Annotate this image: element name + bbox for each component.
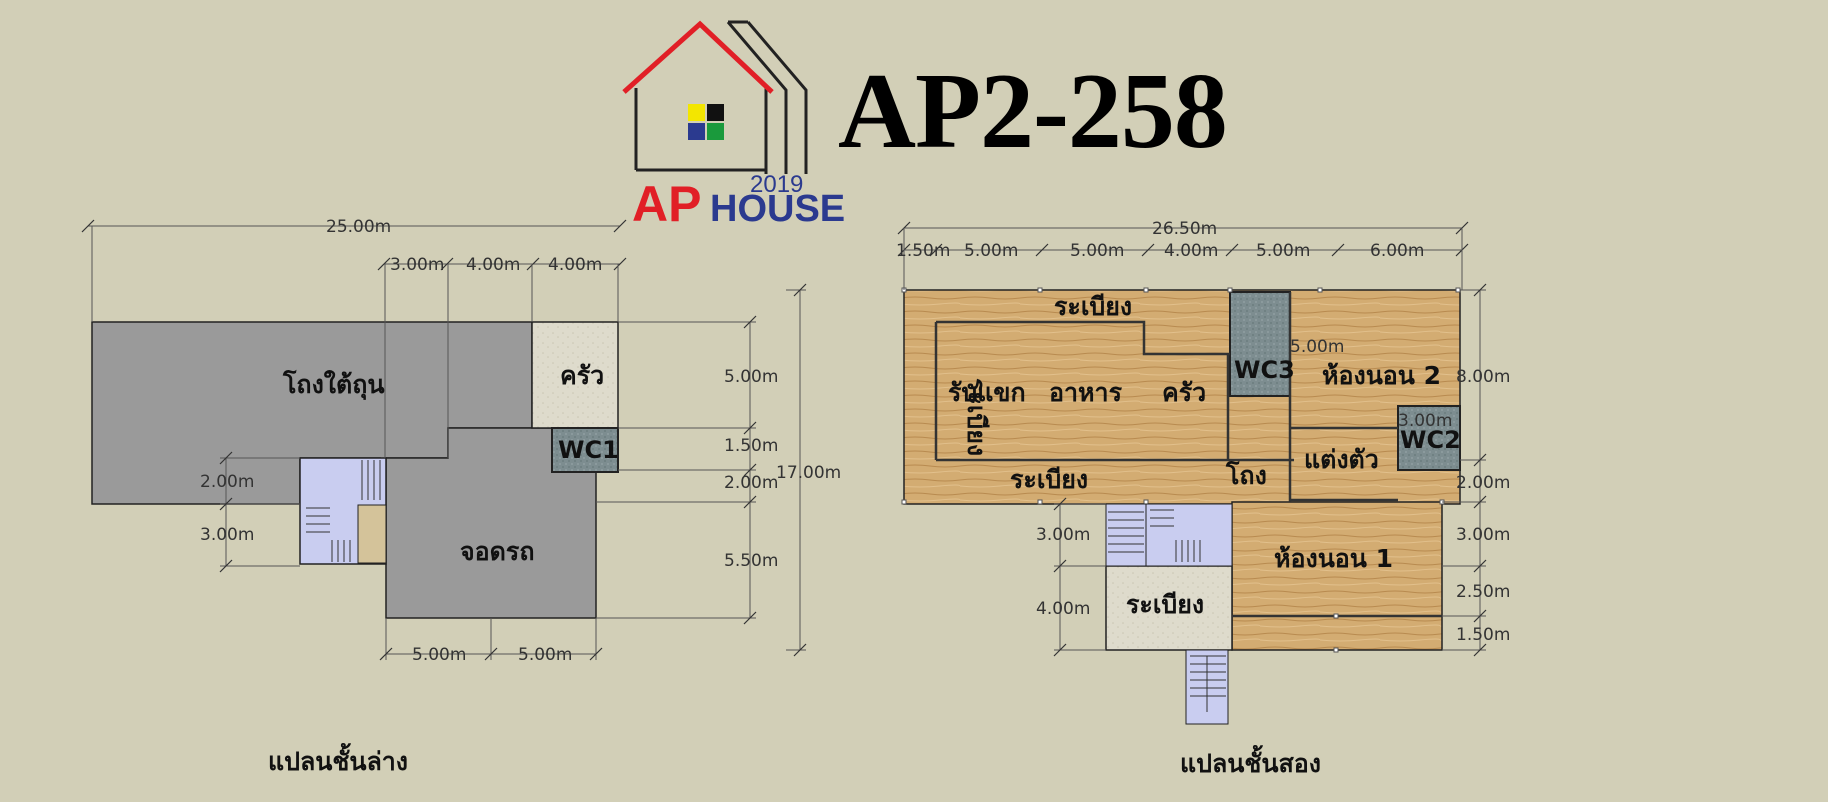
kitchen-floor	[531, 321, 619, 429]
terrace-left-label: ระเบียง	[962, 378, 991, 456]
upper-right-d: 2.50m	[1456, 582, 1510, 602]
lower-overall-width: 25.00m	[326, 217, 391, 237]
bedroom1-floor	[1231, 501, 1443, 651]
window-icon	[688, 104, 724, 140]
upper-top-f: 6.00m	[1370, 241, 1424, 261]
bedroom1-label: ห้องนอน 1	[1274, 544, 1393, 573]
upper-kitchen-label: ครัว	[1162, 378, 1206, 407]
lower-right-d: 5.50m	[724, 551, 778, 571]
wc1-floor	[551, 427, 619, 473]
upper-right-e: 1.50m	[1456, 625, 1510, 645]
terrace-bottom-floor	[1105, 565, 1233, 651]
lower-floor-plan: โถงใต้ถุน ครัว WC1 จอดรถ 25.00m 3.00m 4.…	[81, 217, 841, 776]
wc3-label: WC3	[1234, 356, 1295, 384]
lower-left-a: 2.00m	[200, 472, 254, 492]
lower-bottom-b: 5.00m	[518, 645, 572, 665]
upper-overall-width: 26.50m	[1152, 219, 1217, 239]
lower-top-a: 3.00m	[390, 255, 444, 275]
upper-inner-b: 3.00m	[1398, 411, 1452, 431]
ap-house-logo: AP HOUSE 2019	[622, 20, 845, 228]
upper-left-a: 3.00m	[1036, 525, 1090, 545]
wc2-label: WC2	[1400, 426, 1461, 454]
lower-right-a: 5.00m	[724, 367, 778, 387]
brand-year: 2019	[750, 171, 803, 198]
upper-plan-caption: แปลนชั้นสอง	[1180, 744, 1321, 778]
terrace-mid-label: ระเบียง	[1010, 465, 1088, 494]
lower-right-b: 1.50m	[724, 436, 778, 456]
brand-ap: AP	[632, 176, 701, 228]
lower-plan-caption: แปลนชั้นล่าง	[268, 742, 408, 776]
living-label: รับแขก	[948, 378, 1026, 407]
upper-top-d: 4.00m	[1164, 241, 1218, 261]
terrace-bottom-label: ระเบียง	[1126, 590, 1204, 619]
upper-stair-left	[1105, 503, 1147, 567]
upper-right-a: 8.00m	[1456, 367, 1510, 387]
lower-kitchen-label: ครัว	[560, 361, 604, 390]
upper-left-b: 4.00m	[1036, 599, 1090, 619]
terrace-top-label: ระเบียง	[1054, 292, 1132, 321]
carport-label: จอดรถ	[460, 537, 534, 566]
upper-top-a: 1.50m	[896, 241, 950, 261]
wc1-label: WC1	[558, 436, 619, 464]
upper-main-wood	[903, 289, 1461, 505]
wc3-floor	[1229, 291, 1291, 397]
lower-right-c: 2.00m	[724, 473, 778, 493]
dressing-label: แต่งตัว	[1304, 445, 1379, 474]
lower-overall-depth: 17.00m	[776, 463, 841, 483]
upper-dimensions: 26.50m 1.50m 5.00m 5.00m 4.00m 5.00m 6.0…	[896, 219, 1510, 657]
lower-bottom-a: 5.00m	[412, 645, 466, 665]
upper-inner-a: 5.00m	[1290, 337, 1344, 357]
wc2-floor	[1397, 405, 1461, 471]
hall-label: โถง	[1225, 460, 1267, 490]
lower-top-c: 4.00m	[548, 255, 602, 275]
open-area-label: โถงใต้ถุน	[282, 369, 384, 401]
upper-top-b: 5.00m	[964, 241, 1018, 261]
upper-floor-plan: ระเบียง ระเบียง รับแขก อาหาร ครัว ระเบีย…	[896, 219, 1510, 778]
dining-label: อาหาร	[1049, 378, 1123, 407]
bedroom2-label: ห้องนอน 2	[1322, 361, 1441, 390]
upper-top-c: 5.00m	[1070, 241, 1124, 261]
roof-icon	[622, 20, 774, 94]
lower-left-b: 3.00m	[200, 525, 254, 545]
upper-stair-center	[1145, 503, 1233, 567]
lower-dimensions: 25.00m 3.00m 4.00m 4.00m 5.00m 1.50m 2.0…	[81, 217, 841, 665]
upper-right-c: 3.00m	[1456, 525, 1510, 545]
lower-top-b: 4.00m	[466, 255, 520, 275]
upper-right-b: 2.00m	[1456, 473, 1510, 493]
brand-house: HOUSE	[710, 188, 845, 228]
upper-top-e: 5.00m	[1256, 241, 1310, 261]
plan-code-title: AP2-258	[838, 52, 1228, 171]
